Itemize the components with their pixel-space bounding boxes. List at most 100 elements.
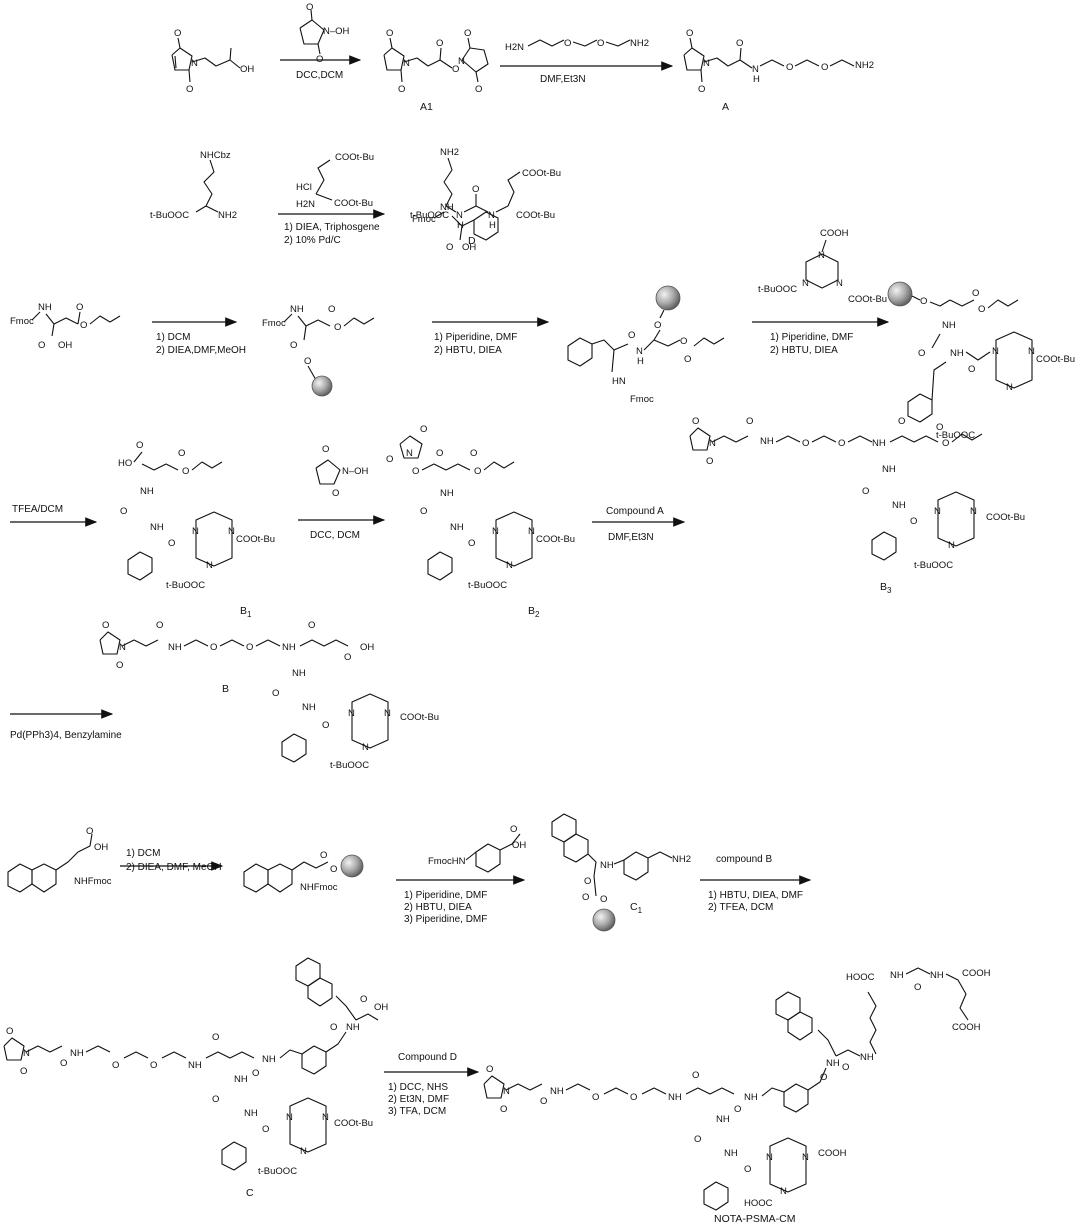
svg-text:O: O: [386, 454, 393, 465]
svg-text:H2N: H2N: [505, 42, 524, 53]
nota-psma-cm-structure: O O N O NH O O NH O O NH O NH O NH HOOC …: [483, 967, 991, 1211]
svg-text:NH: NH: [168, 642, 182, 653]
svg-text:NH: NH: [150, 522, 164, 533]
svg-text:N: N: [228, 526, 235, 537]
svg-text:O: O: [464, 28, 471, 39]
svg-text:OH: OH: [240, 64, 254, 75]
svg-text:COOt-Bu: COOt-Bu: [986, 512, 1025, 523]
compound-B-structure: O O N O NH O O NH O O OH NH O NH O N N N…: [99, 620, 439, 771]
reagent-label: DMF,Et3N: [540, 74, 586, 85]
svg-text:H: H: [753, 74, 760, 85]
svg-text:O: O: [420, 506, 427, 517]
svg-text:O: O: [80, 320, 87, 331]
svg-text:N: N: [23, 1048, 30, 1059]
svg-text:NH: NH: [724, 1148, 738, 1159]
svg-text:N: N: [802, 278, 809, 289]
compound-C1-structure: O NH O O NH2: [551, 813, 691, 932]
svg-text:NH: NH: [70, 1048, 84, 1059]
compound-C-structure: O O N O NH O O NH O O NH O NH O OH NH O …: [3, 957, 388, 1177]
svg-text:O: O: [540, 1096, 547, 1107]
svg-text:O: O: [914, 982, 921, 993]
svg-text:COOt-Bu: COOt-Bu: [1036, 354, 1075, 365]
svg-text:NH2: NH2: [218, 210, 237, 221]
svg-text:O: O: [112, 1060, 119, 1071]
reagent-label: 1) DCM: [126, 848, 160, 859]
svg-text:O: O: [252, 1068, 259, 1079]
svg-text:O: O: [452, 64, 459, 75]
fmoc-asp-allyl-ester: Fmoc NH O OH O O: [10, 302, 121, 351]
reagent-label: 3) TFA, DCM: [388, 1106, 446, 1117]
reagent-label: 2) HBTU, DIEA: [404, 902, 472, 913]
svg-text:O: O: [386, 28, 393, 39]
svg-text:O: O: [246, 642, 253, 653]
svg-text:Fmoc: Fmoc: [10, 316, 34, 327]
resin-bound-asp: Fmoc NH O O O O: [262, 304, 375, 397]
compound-label-C: C: [246, 1187, 254, 1199]
svg-text:FmocHN: FmocHN: [428, 856, 466, 867]
svg-text:N: N: [992, 346, 999, 357]
svg-text:O: O: [786, 62, 793, 73]
svg-text:O: O: [178, 448, 185, 459]
svg-text:O: O: [630, 1092, 637, 1103]
svg-text:O: O: [500, 1104, 507, 1115]
svg-text:N: N: [348, 708, 355, 719]
svg-text:O: O: [842, 1062, 849, 1073]
svg-text:NH: NH: [188, 1060, 202, 1071]
reagent-label: compound B: [716, 854, 772, 865]
compound-B2-structure: O O N O O O O NH O NH O N N N COOt-Bu t-…: [386, 424, 575, 591]
svg-text:O: O: [862, 486, 869, 497]
svg-text:O: O: [968, 364, 975, 375]
svg-text:O: O: [686, 28, 693, 39]
svg-text:NH: NH: [760, 436, 774, 447]
svg-text:NH: NH: [892, 500, 906, 511]
svg-text:O: O: [706, 456, 713, 467]
svg-text:HN: HN: [612, 376, 626, 387]
svg-text:N: N: [528, 526, 535, 537]
reagent-label: 2) HBTU, DIEA: [434, 345, 502, 356]
svg-text:O: O: [328, 304, 335, 315]
svg-text:OH: OH: [462, 242, 476, 253]
maleimidopropionic-acid: O O N OH: [171, 28, 254, 95]
svg-text:O: O: [734, 1104, 741, 1115]
svg-text:NH2: NH2: [672, 854, 691, 865]
svg-text:COOt-Bu: COOt-Bu: [848, 294, 887, 305]
svg-text:O: O: [486, 1064, 493, 1075]
svg-text:NH: NH: [668, 1092, 682, 1103]
compound-label-final: NOTA-PSMA-CM: [714, 1213, 795, 1225]
svg-text:NH: NH: [744, 1092, 758, 1103]
reagent-label: 2) DIEA,DMF,MeOH: [156, 345, 246, 356]
svg-text:N: N: [818, 250, 825, 261]
svg-text:COOt-Bu: COOt-Bu: [516, 210, 555, 221]
resin-bead: [311, 375, 333, 397]
svg-text:O: O: [76, 302, 83, 313]
svg-text:O: O: [446, 242, 453, 253]
svg-text:O: O: [186, 84, 193, 95]
svg-text:N: N: [836, 278, 843, 289]
svg-text:O: O: [86, 826, 93, 837]
svg-text:N: N: [934, 506, 941, 517]
svg-text:NH: NH: [930, 970, 944, 981]
svg-text:O: O: [736, 38, 743, 49]
svg-text:O: O: [474, 466, 481, 477]
svg-text:NH: NH: [950, 348, 964, 359]
reagent-label: DCC, DCM: [310, 530, 360, 541]
svg-text:COOH: COOH: [818, 1148, 847, 1159]
reagent-label: 2) TFEA, DCM: [708, 902, 773, 913]
svg-text:COOt-Bu: COOt-Bu: [400, 712, 439, 723]
svg-text:N: N: [488, 210, 495, 221]
svg-text:Fmoc: Fmoc: [262, 318, 286, 329]
reagent-label: Pd(PPh3)4, Benzylamine: [10, 730, 122, 741]
svg-text:N: N: [1006, 382, 1013, 393]
svg-text:O: O: [136, 440, 143, 451]
svg-text:O: O: [898, 416, 905, 427]
svg-text:NH: NH: [140, 486, 154, 497]
svg-text:O: O: [322, 444, 329, 455]
compound-D-structure: NH2 t-BuOOC N H O N H COOt-Bu COOt-Bu: [410, 147, 561, 231]
svg-text:O: O: [436, 448, 443, 459]
svg-text:t-BuOOC: t-BuOOC: [410, 210, 449, 221]
svg-text:t-BuOOC: t-BuOOC: [758, 284, 797, 295]
reagent-label: DCC,DCM: [296, 70, 343, 81]
amino-peg-amine: H2N O O NH2: [505, 38, 649, 53]
svg-text:t-BuOOC: t-BuOOC: [936, 430, 975, 441]
svg-text:OH: OH: [512, 840, 526, 851]
